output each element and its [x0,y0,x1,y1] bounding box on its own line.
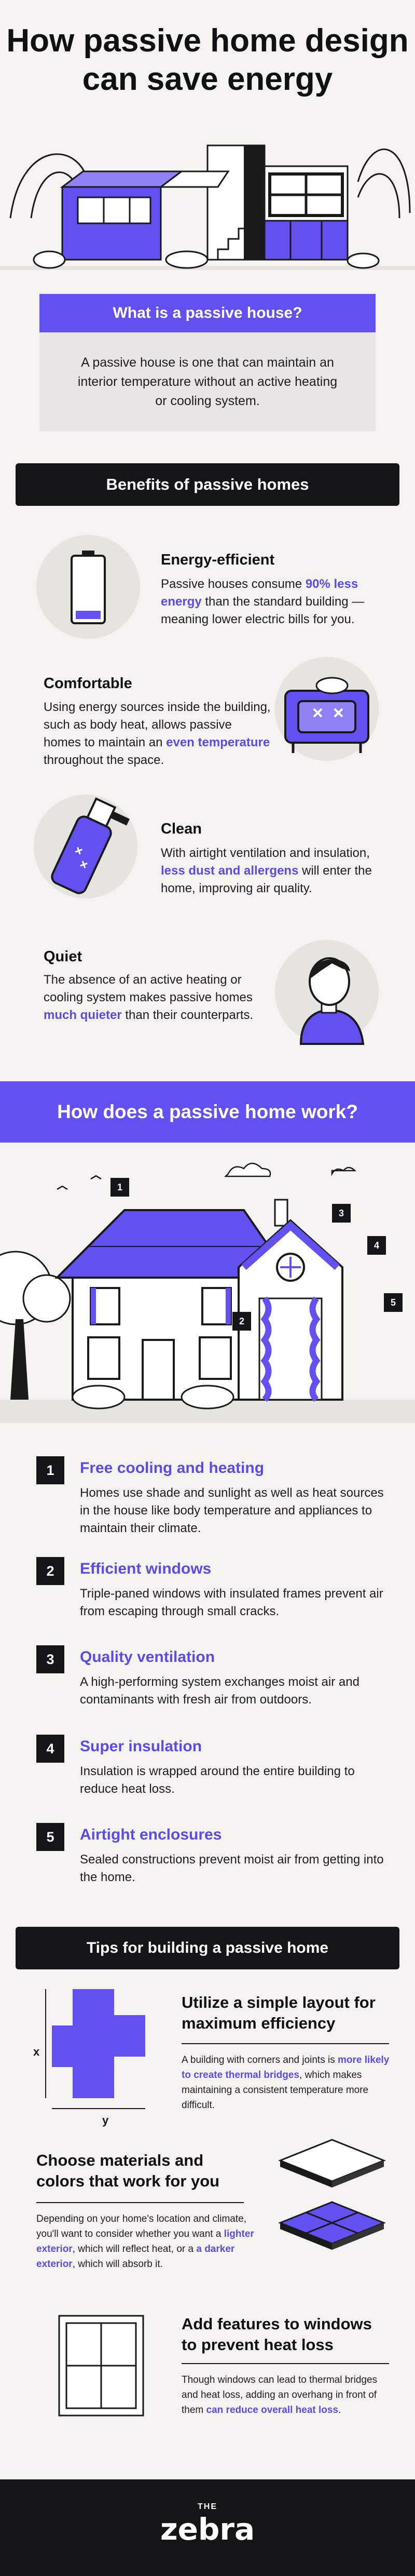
step-1-text: Homes use shade and sunlight as well as … [80,1486,384,1535]
tip-layout-title: Utilize a simple layout for maximum effi… [182,1993,376,2032]
step-4-title: Super insulation [80,1738,202,1755]
step-5-text: Sealed constructions prevent moist air f… [80,1853,384,1884]
diagram-callout-5: 5 [384,1293,403,1312]
step-5-title: Airtight enclosures [80,1826,222,1843]
what-text: A passive house is one that can maintain… [77,355,338,408]
tips-heading: Tips for building a passive home [16,1927,399,1969]
floor-plan-icon [45,1989,145,2109]
page-title: How passive home design can save energy [6,23,409,97]
material-tiles-icon [278,2139,386,2250]
footer-logo: zebra [160,2512,255,2547]
footer: THE zebra [0,2479,415,2576]
diagram-callout-3: 3 [332,1204,351,1223]
tip-windows-title: Add features to windows to prevent heat … [182,2315,372,2354]
benefit-comfort-title: Comfortable [44,675,132,692]
person-icon [275,940,379,1045]
benefit-clean-title: Clean [161,821,202,837]
tip-windows-text: Though windows can lead to thermal bridg… [182,2374,378,2416]
step-3-title: Quality ventilation [80,1648,215,1666]
diagram-callout-1: 1 [110,1178,129,1197]
passive-house-diagram [0,1162,415,1423]
step-3-text: A high-performing system exchanges moist… [80,1675,359,1707]
step-2-number: 2 [36,1557,64,1585]
step-3-number: 3 [36,1645,64,1673]
what-heading: What is a passive house? [39,294,376,332]
step-4-text: Insulation is wrapped around the entire … [80,1764,355,1796]
tip-materials-rule [36,2202,244,2203]
benefit-comfort-text: Using energy sources inside the building… [44,700,271,767]
benefit-energy-title: Energy-efficient [161,552,275,568]
step-2-text: Triple-paned windows with insulated fram… [80,1587,383,1618]
what-text-box: A passive house is one that can maintain… [39,332,376,431]
diagram-callout-4: 4 [367,1236,386,1255]
window-icon [58,2315,144,2417]
benefit-energy-text: Passive houses consume 90% less energy t… [161,577,365,626]
diagram-callout-2: 2 [232,1312,251,1331]
step-1-title: Free cooling and heating [80,1459,265,1477]
battery-icon [36,535,140,639]
footer-brand-prefix: THE [198,2502,217,2511]
benefit-quiet-title: Quiet [44,948,82,965]
tip-layout-rule [182,2043,389,2044]
tip-windows-rule [182,2363,389,2364]
spray-bottle-icon [34,795,137,898]
axis-x-label: x [33,2045,40,2058]
how-heading: How does a passive home work? [0,1081,415,1143]
step-5-number: 5 [36,1823,64,1851]
axis-y-label: y [102,2114,109,2127]
benefits-heading: Benefits of passive homes [16,463,399,506]
armchair-icon [275,657,379,761]
tip-materials-text: Depending on your home's location and cl… [36,2213,254,2270]
step-2-title: Efficient windows [80,1560,212,1577]
benefit-quiet-text: The absence of an active heating or cool… [44,973,254,1022]
step-1-number: 1 [36,1456,64,1484]
tip-materials-title: Choose materials and colors that work fo… [36,2151,220,2190]
benefit-clean-text: With airtight ventilation and insulation… [161,846,372,895]
step-4-number: 4 [36,1735,64,1763]
tip-layout-text: A building with corners and joints is mo… [182,2055,390,2111]
hero-house-illustration [0,144,415,270]
